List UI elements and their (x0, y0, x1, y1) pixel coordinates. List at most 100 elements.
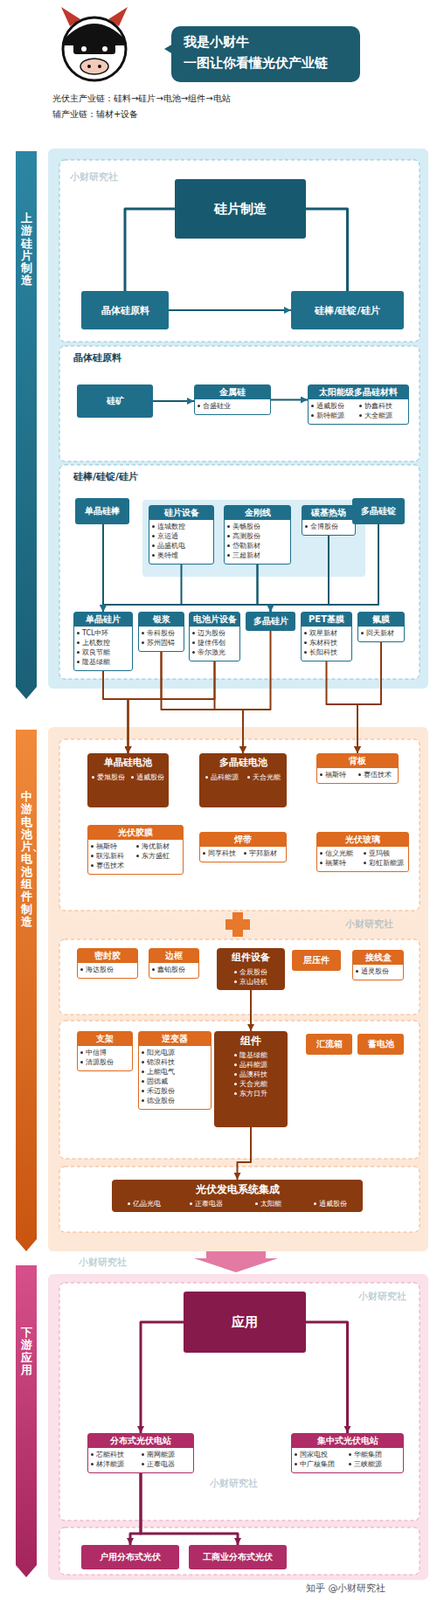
company-list: 美畅股份高测股份岱勒新材三超新材 (224, 520, 291, 564)
connector (249, 990, 252, 1032)
node-title: 晶体硅原料 (101, 304, 150, 318)
node-title: 边框 (149, 949, 199, 964)
company-name: 赛伍技术 (90, 861, 135, 871)
company-name: 通威股份 (313, 1200, 347, 1209)
connector (103, 671, 129, 754)
company-name: 通威股份 (131, 773, 165, 783)
node-title: 硅片制造 (214, 201, 267, 218)
company-name: 通灵股份 (355, 967, 401, 977)
stage-band: 下游：应用 (15, 1265, 37, 1578)
connector (305, 1322, 348, 1434)
company-list: 鑫铂股份 (149, 963, 199, 979)
node-title: 银浆 (138, 612, 184, 627)
node-title: 接线盒 (353, 950, 403, 965)
connector (326, 661, 359, 754)
node-title: 层压件 (303, 954, 330, 967)
company-name: 爱旭股份 (91, 773, 125, 783)
company-card: 光伏胶膜福斯特海优新材联泓新科东方盛虹赛伍技术 (87, 825, 184, 875)
company-name: 上机数控 (76, 638, 130, 648)
company-name: 新特能源 (311, 411, 358, 421)
company-name: 帝科股份 (141, 629, 181, 639)
company-list: 金博股份 (302, 520, 355, 535)
company-name: 中信博 (80, 1048, 130, 1058)
company-list: 爱旭股份通威股份 (87, 770, 169, 786)
connector (168, 309, 292, 312)
company-name: 亚玛顿 (363, 849, 406, 859)
company-card: 背板福斯特赛伍技术 (316, 753, 399, 784)
company-name: 海优新材 (136, 842, 181, 852)
company-name: 福莱特 (319, 859, 362, 868)
connector (257, 564, 271, 612)
product-box: 多晶硅电池晶科能源天合光能 (199, 753, 287, 808)
stage-label: 上游：硅片制造 (20, 212, 33, 288)
company-name: TCL中环 (76, 629, 130, 639)
process-box: 蓄电池 (357, 1033, 404, 1055)
company-list: 阳光电源锦浪科技上能电气固德威禾迈股份德业股份 (138, 1046, 211, 1110)
node-title: 硅片设备 (149, 506, 214, 521)
group-panel: 晶体硅原料硅矿金属硅合盛硅业太阳能级多晶硅材料通威股份协鑫科技新特能源大全能源 (62, 346, 418, 461)
company-name: 赛伍技术 (358, 770, 396, 780)
node-title: 组件 (214, 1031, 288, 1049)
company-name: 京山轻机 (234, 978, 268, 987)
company-name: 晶盛机电 (152, 541, 211, 551)
node-title: 单晶硅棒 (84, 505, 120, 518)
node-title: 户用分布式光伏 (99, 1551, 161, 1564)
watermark: 小财研究社 (209, 1477, 258, 1491)
company-card: 逆变器阳光电源锦浪科技上能电气固德威禾迈股份德业股份 (138, 1031, 212, 1110)
company-name: 海达股份 (80, 965, 135, 975)
node-title: 硅棒/硅锭/硅片 (314, 304, 380, 318)
company-list: 通灵股份 (353, 964, 403, 980)
node-title: 多晶硅电池 (199, 753, 287, 771)
company-name: 天合光能 (247, 773, 281, 783)
group-panel: 硅棒/硅锭/硅片单晶硅棒硅片设备连城数控京运通晶盛机电奥特维金刚线美畅股份高测股… (62, 465, 418, 679)
product-box: 单晶硅电池爱旭股份通威股份 (87, 753, 169, 808)
process-box: 硅棒/硅锭/硅片 (291, 291, 404, 330)
company-name: 隆基绿能 (76, 658, 130, 667)
company-list: 回天新材 (358, 626, 404, 642)
stage-label: 中游：电池片、电池组件制造 (20, 790, 33, 929)
company-name: 双星新材 (304, 629, 349, 639)
company-card: 光伏玻璃信义光能亚玛顿福莱特彩虹新能源 (316, 832, 410, 873)
company-name: 晶澳科技 (234, 1070, 268, 1080)
company-name: 清源股份 (80, 1058, 130, 1068)
company-name: 信义光能 (319, 849, 362, 859)
panel-heading: 晶体硅原料 (62, 346, 418, 365)
company-name: 阳光电源 (141, 1048, 209, 1058)
company-name: 京运通 (152, 532, 211, 542)
company-list: 海达股份 (77, 963, 138, 979)
company-list: 晶科能源天合光能 (199, 770, 287, 786)
node-title: 组件设备 (216, 948, 285, 966)
node-title: 集中式光伏电站 (291, 1434, 403, 1449)
company-list: 迈为股份捷佳伟创帝尔激光 (189, 626, 240, 661)
subtitle-note: 辅产业链：辅材+设备 (52, 108, 139, 121)
company-card: PET基膜双星新材东材科技长阳科技 (300, 611, 353, 662)
company-list: 同享科技宇邦新材 (200, 846, 286, 862)
company-card: 边框鑫铂股份 (148, 948, 200, 979)
company-name: 奥特维 (152, 551, 211, 561)
process-box: 多晶硅片 (245, 611, 296, 632)
company-name: 南网能源 (141, 1450, 191, 1460)
connector (128, 661, 216, 754)
company-name: 岱勒新材 (227, 541, 288, 551)
company-name: 芯能科技 (90, 1450, 140, 1460)
company-name: 同享科技 (202, 849, 243, 859)
watermark: 小财研究社 (358, 1290, 407, 1304)
company-card: 焊带同享科技宇邦新材 (199, 832, 287, 863)
connector (242, 631, 271, 754)
process-box: 硅片制造 (174, 179, 306, 239)
company-name: 联泓新科 (90, 852, 135, 861)
company-card: 支架中信博清源股份 (76, 1031, 133, 1072)
footer-credit: 知乎 @小财研究社 (305, 1581, 387, 1596)
company-list: 福斯特海优新材联泓新科东方盛虹赛伍技术 (88, 839, 183, 874)
node-title: 金刚线 (224, 506, 291, 521)
company-name: 长阳科技 (304, 648, 349, 658)
connector (128, 652, 162, 754)
connector (102, 524, 105, 612)
company-name: 帝尔激光 (192, 648, 237, 658)
process-box: 层压件 (291, 950, 341, 972)
node-title: 逆变器 (138, 1032, 211, 1047)
company-name: 东方盛虹 (136, 852, 181, 861)
company-card: 单晶硅片TCL中环上机数控双良节能隆基绿能 (73, 611, 133, 672)
process-box: 多晶硅锭 (352, 498, 405, 525)
company-list: 通威股份协鑫科技新特能源大全能源 (308, 399, 409, 424)
